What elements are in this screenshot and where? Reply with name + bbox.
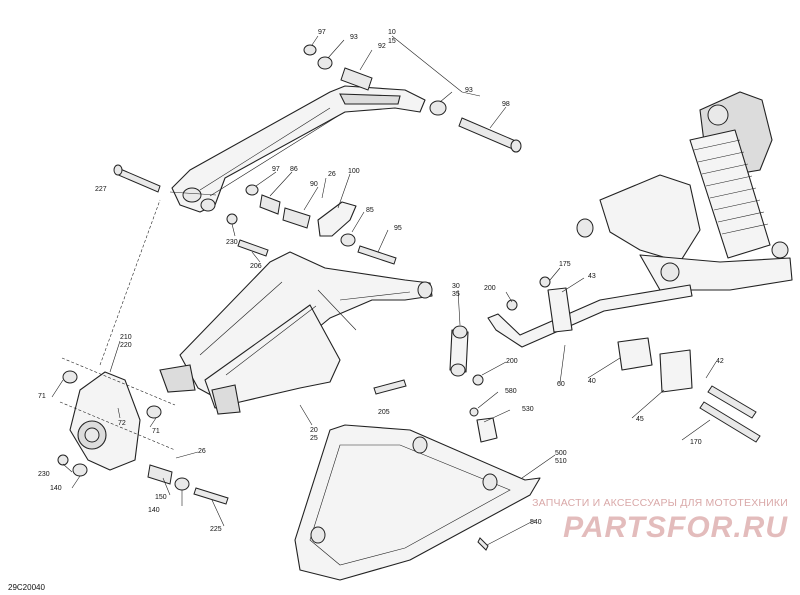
callout-170: 170: [690, 439, 702, 446]
sleeve-150: [147, 464, 173, 485]
bolt-225: [193, 487, 229, 505]
callout-92: 92: [378, 43, 386, 50]
callout-95: 95: [394, 225, 402, 232]
bolt-170: [699, 401, 761, 443]
callout-205: 205: [378, 409, 390, 416]
bolt-205: [373, 379, 407, 395]
callout-206: 206: [250, 263, 262, 270]
callout-510: 510: [555, 458, 567, 465]
clamp-530: [476, 417, 498, 443]
callout-labels: 97 93 92 10 15 93 98 227 97 86 90 26 100…: [38, 29, 724, 533]
callout-227: 227: [95, 186, 107, 193]
callout-93a: 93: [350, 34, 358, 41]
callout-225: 225: [210, 526, 222, 533]
callout-40: 40: [588, 378, 596, 385]
bolt-227: [115, 167, 161, 193]
bushing-93b: [429, 100, 447, 116]
bolt-95: [357, 245, 397, 265]
callout-530: 530: [522, 406, 534, 413]
callout-220: 220: [120, 342, 132, 349]
bolt-206: [237, 239, 269, 257]
callout-20: 20: [310, 427, 318, 434]
callout-175: 175: [559, 261, 571, 268]
knuckle-assembly[interactable]: [57, 199, 229, 505]
bolt-98: [458, 117, 519, 151]
callout-230b: 230: [38, 471, 50, 478]
watermark-brand: PARTSFOR.RU: [563, 511, 788, 544]
callout-30: 30: [452, 283, 460, 290]
link-plate-43: [547, 287, 573, 333]
callout-210: 210: [120, 334, 132, 341]
skid-plate[interactable]: [294, 424, 541, 581]
callout-90: 90: [310, 181, 318, 188]
callout-540: 540: [530, 519, 542, 526]
sway-bar[interactable]: [373, 276, 761, 443]
callout-71b: 71: [152, 428, 160, 435]
nut-230b: [57, 454, 69, 466]
bushing-71a: [62, 370, 78, 384]
link-bushings: [237, 184, 397, 265]
callout-150: 150: [155, 494, 167, 501]
callout-200b: 200: [506, 358, 518, 365]
sleeve-92: [340, 67, 373, 91]
leader-lines: [51, 35, 717, 546]
bushing-40: [617, 337, 653, 371]
upper-arm-hardware: [113, 44, 522, 225]
upper-trailing-arm[interactable]: [171, 85, 426, 213]
callout-230a: 230: [226, 239, 238, 246]
callout-71a: 71: [38, 393, 46, 400]
callout-85: 85: [366, 207, 374, 214]
callout-25: 25: [310, 435, 318, 442]
callout-200a: 200: [484, 285, 496, 292]
bushing-93: [317, 56, 333, 70]
callout-580: 580: [505, 388, 517, 395]
lower-a-arm[interactable]: [159, 251, 433, 415]
callout-35: 35: [452, 291, 460, 298]
shock-absorber[interactable]: [576, 91, 793, 291]
callout-140a: 140: [50, 485, 62, 492]
callout-45: 45: [636, 416, 644, 423]
callout-86: 86: [290, 166, 298, 173]
washer-140b: [174, 477, 190, 491]
link-bracket-100: [317, 201, 357, 237]
callout-97a: 97: [318, 29, 326, 36]
drawing-reference: 29C20040: [8, 583, 45, 592]
watermark-tagline: ЗАПЧАСТИ И АКСЕССУАРЫ ДЛЯ МОТОТЕХНИКИ: [532, 497, 788, 509]
callout-42: 42: [716, 358, 724, 365]
callout-97b: 97: [272, 166, 280, 173]
callout-72: 72: [118, 420, 126, 427]
callout-26a: 26: [328, 171, 336, 178]
watermark: ЗАПЧАСТИ И АКСЕССУАРЫ ДЛЯ МОТОТЕХНИКИ PA…: [488, 497, 788, 557]
callout-500: 500: [555, 450, 567, 457]
callout-100: 100: [348, 168, 360, 175]
bushing-71b: [146, 405, 162, 419]
bracket-45: [659, 349, 693, 393]
washer-140a: [72, 463, 88, 477]
callout-93b: 93: [465, 87, 473, 94]
callout-15: 15: [388, 38, 396, 45]
callout-10: 10: [388, 29, 396, 36]
callout-140b: 140: [148, 507, 160, 514]
nut-230: [226, 213, 238, 225]
callout-60: 60: [557, 381, 565, 388]
callout-43: 43: [588, 273, 596, 280]
callout-26b: 26: [198, 448, 206, 455]
callout-98: 98: [502, 101, 510, 108]
nut-97: [303, 44, 317, 56]
